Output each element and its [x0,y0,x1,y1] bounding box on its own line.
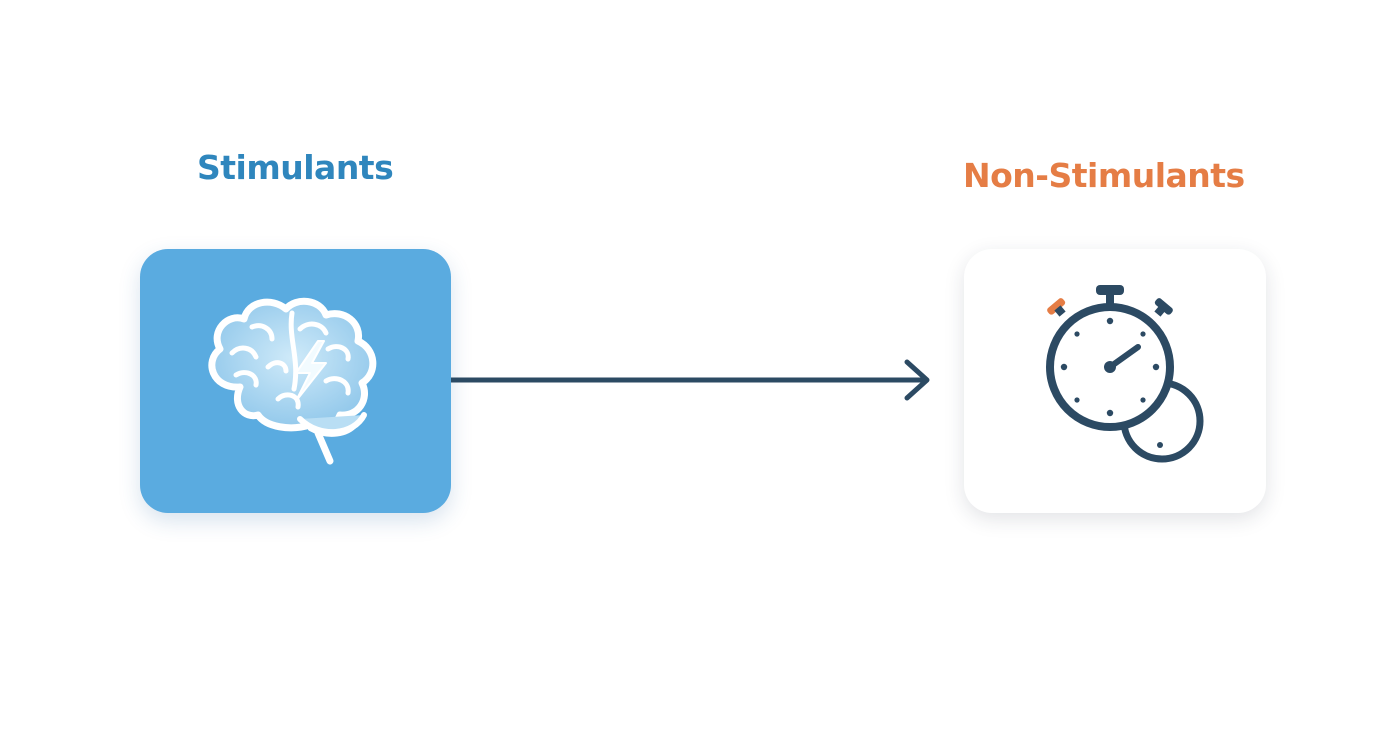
non-stimulants-label: Non-Stimulants [963,156,1245,195]
stopwatch-icon [1046,285,1204,463]
non-stimulants-card [964,249,1266,513]
connector-arrow [451,359,930,401]
brain-lightning-icon [208,297,377,465]
stimulants-label: Stimulants [197,148,394,187]
stimulants-card [140,249,451,513]
